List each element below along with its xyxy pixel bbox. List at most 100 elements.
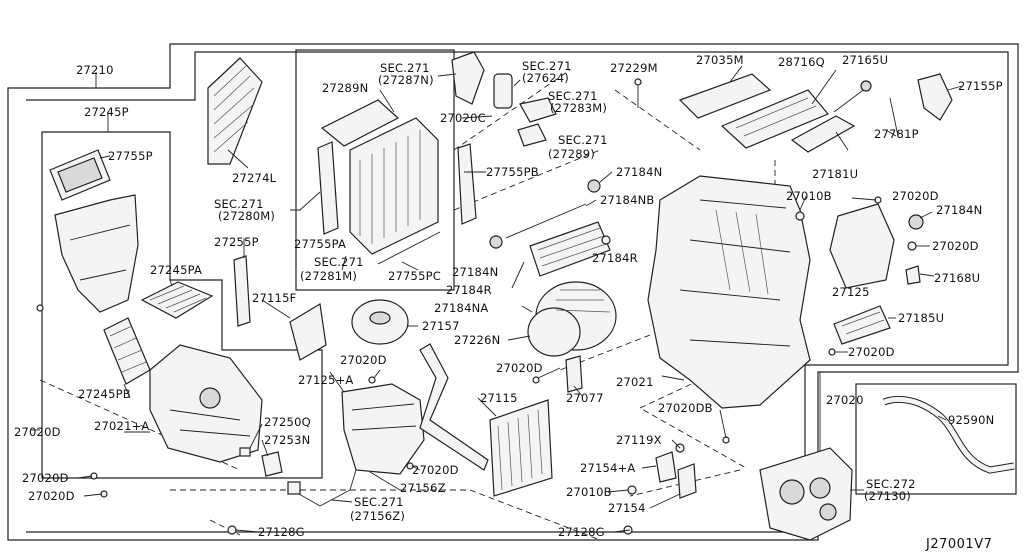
- label-27184NB: 27184NB: [600, 193, 654, 207]
- label-sec27289-a: SEC.271: [558, 133, 608, 147]
- clamp-27128G-left[interactable]: [227, 525, 237, 535]
- seal-27755PA[interactable]: [317, 141, 339, 235]
- label-27020D-h: 27020D: [28, 489, 75, 503]
- label-sec27281M-b: (27281M): [300, 269, 357, 283]
- label-27020C: 27020C: [440, 111, 486, 125]
- label-27184NA: 27184NA: [434, 301, 488, 315]
- label-27781P: 27781P: [874, 127, 919, 141]
- heater-unit-27021[interactable]: [647, 175, 811, 409]
- label-27128G-a: 27128G: [258, 525, 305, 539]
- duct-27035M[interactable]: [678, 73, 772, 119]
- case-27125A[interactable]: [341, 383, 425, 475]
- label-27128G-b: 27128G: [558, 525, 605, 539]
- hose-92590N[interactable]: [882, 395, 1015, 474]
- motor-27184N[interactable]: [908, 214, 924, 230]
- blower-case-27021A[interactable]: [149, 344, 263, 463]
- harness-27156Z[interactable]: [287, 469, 357, 507]
- sensor-27253N[interactable]: [261, 451, 283, 477]
- label-27226N: 27226N: [454, 333, 500, 347]
- label-sec27283M-a: SEC.271: [548, 89, 598, 103]
- label-27185U: 27185U: [898, 311, 944, 325]
- label-27245PB: 27245PB: [78, 387, 131, 401]
- intake-seal-27755P[interactable]: [49, 149, 111, 201]
- heater-core-27115[interactable]: [489, 399, 553, 497]
- screw-27010B[interactable]: [795, 211, 805, 221]
- pipes-27115[interactable]: [419, 343, 489, 471]
- lever-27184R[interactable]: [601, 235, 611, 245]
- link-27781P[interactable]: [889, 97, 899, 137]
- plate-27185U[interactable]: [833, 305, 891, 345]
- screw-27010B-bottom[interactable]: [627, 485, 637, 495]
- rod-27184NB[interactable]: [505, 203, 587, 239]
- seal-27289N[interactable]: [320, 99, 400, 147]
- evaporator-group-box: [295, 49, 455, 291]
- screw-27020D-mid[interactable]: [368, 376, 376, 384]
- case-27125[interactable]: [829, 203, 895, 289]
- compressor-27130[interactable]: [759, 447, 853, 541]
- label-27125: 27125: [832, 285, 870, 299]
- label-sec27280M-a: SEC.271: [214, 197, 264, 211]
- label-27184N-c: 27184N: [452, 265, 498, 279]
- screw-27229M[interactable]: [634, 78, 642, 108]
- actuator-27154[interactable]: [677, 463, 697, 499]
- sensor-27624[interactable]: [493, 73, 513, 109]
- actuator-27154A[interactable]: [655, 451, 677, 483]
- label-27020D-b: 27020D: [932, 239, 979, 253]
- air-filter-27274L[interactable]: [207, 57, 263, 165]
- bracket-27155P[interactable]: [917, 73, 953, 121]
- screw-27020D-left[interactable]: [36, 304, 44, 312]
- sensor-27077[interactable]: [565, 355, 583, 393]
- door-27181U[interactable]: [790, 115, 856, 153]
- label-sec27281M-a: SEC.271: [314, 255, 364, 269]
- lever-27184N-left[interactable]: [489, 235, 503, 249]
- expansion-valve-27287N[interactable]: [451, 51, 485, 105]
- label-27020D-d: 27020D: [340, 353, 387, 367]
- plate-27115F[interactable]: [289, 303, 327, 361]
- label-27020D-a: 27020D: [892, 189, 939, 203]
- label-27245PA: 27245PA: [150, 263, 202, 277]
- label-27020D-c: 27020D: [848, 345, 895, 359]
- label-sec27280M-b: (27280M): [218, 209, 275, 223]
- label-27250Q: 27250Q: [264, 415, 311, 429]
- label-27289N: 27289N: [322, 81, 368, 95]
- blower-motor-27157[interactable]: [351, 299, 409, 345]
- connector-27250Q[interactable]: [239, 447, 251, 457]
- label-27020D-g: 27020D: [22, 471, 69, 485]
- bracket-27255P[interactable]: [233, 255, 251, 327]
- label-27184N-b: 27184N: [936, 203, 982, 217]
- duct-28716Q[interactable]: [720, 89, 829, 149]
- link-27184N-top[interactable]: [587, 179, 601, 193]
- label-27274L: 27274L: [232, 171, 277, 185]
- label-27255P: 27255P: [214, 235, 259, 249]
- label-sec27130-b: (27130): [864, 489, 911, 503]
- label-27755PB: 27755PB: [486, 165, 539, 179]
- label-27115: 27115: [480, 391, 518, 405]
- label-27154A: 27154+A: [580, 461, 636, 475]
- evaporator-27280M[interactable]: [349, 117, 439, 255]
- label-27184R-a: 27184R: [446, 283, 492, 297]
- label-sec27624-a: SEC.271: [522, 59, 572, 73]
- label-sec27624-b: (27624): [522, 71, 569, 85]
- label-27210: 27210: [76, 63, 114, 77]
- label-27119X: 27119X: [616, 433, 662, 447]
- grille-27245PA[interactable]: [140, 281, 214, 319]
- pipe-27283M[interactable]: [519, 97, 557, 123]
- label-27035M: 27035M: [696, 53, 744, 67]
- door-27184NA[interactable]: [529, 221, 611, 277]
- fan-27226N[interactable]: [527, 281, 617, 357]
- seal-27755PC[interactable]: [377, 231, 441, 265]
- label-sec27289-b: (27289): [548, 147, 595, 161]
- label-sec27287N-a: SEC.271: [380, 61, 430, 75]
- clip-27168U[interactable]: [905, 265, 921, 285]
- diagram-id: J27001V7: [925, 537, 992, 552]
- intake-duct-27245P[interactable]: [54, 194, 139, 313]
- clip-27289[interactable]: [517, 123, 547, 147]
- screw-27020D-right[interactable]: [907, 241, 917, 251]
- seal-27755PB[interactable]: [457, 143, 477, 225]
- filter-27245PB[interactable]: [103, 317, 151, 385]
- screw-27020D-core[interactable]: [532, 376, 540, 384]
- actuator-27165U[interactable]: [833, 80, 872, 113]
- label-27020D-e: 27020D: [496, 361, 543, 375]
